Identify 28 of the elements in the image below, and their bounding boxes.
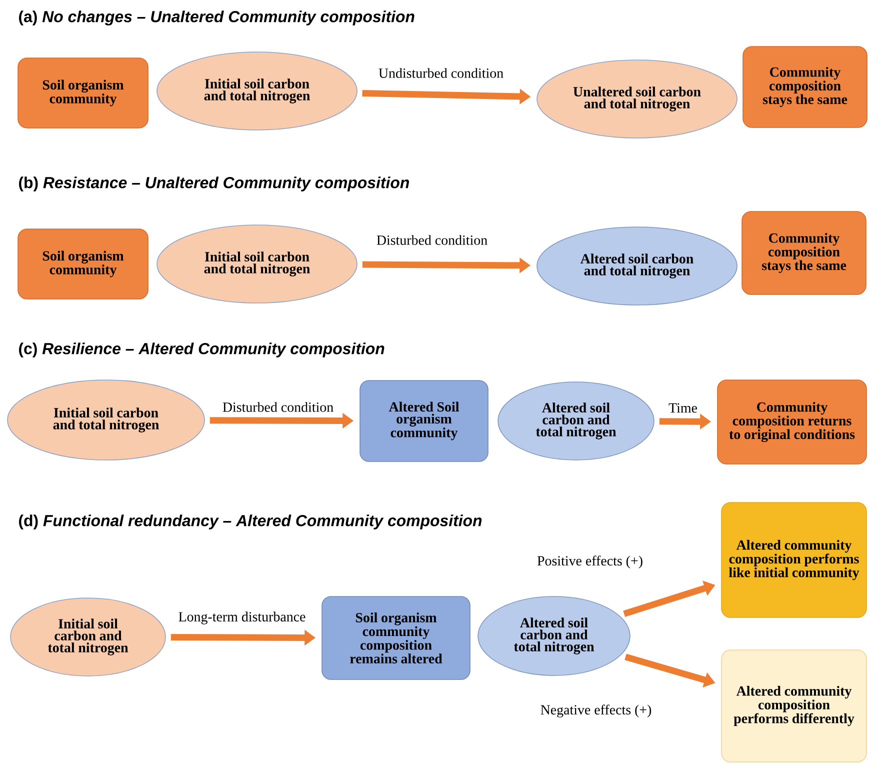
edge-label: Negative effects (+) (539, 704, 653, 718)
section-heading: (d) Functional redundancy – Altered Community composition (19, 514, 482, 530)
oval-node: Altered soil carbon and total nitrogen (498, 382, 654, 460)
section-heading: (a) No changes – Unaltered Community composition (19, 10, 414, 26)
edge-label: Time (668, 402, 698, 414)
edge-label: Undisturbed condition (377, 67, 505, 79)
edge-label: Disturbed condition (221, 401, 335, 413)
process-box: Soil organism community (18, 58, 148, 128)
process-box: Community composition returns to original conditions (717, 380, 867, 464)
edge-label: Positive effects (+) (536, 554, 644, 570)
process-box: Altered community composition performs differently (721, 650, 867, 762)
oval-node: Altered soil carbon and total nitrogen (478, 596, 630, 676)
section-heading: (b) Resistance – Unaltered Community composition (19, 176, 409, 192)
oval-node: Initial soil carbon and total nitrogen (10, 598, 166, 676)
edge-label: Long-term disturbance (177, 610, 307, 626)
oval-node: Altered soil carbon and total nitrogen (536, 226, 738, 306)
oval-node: Unaltered soil carbon and total nitrogen (536, 60, 738, 138)
oval-node: Initial soil carbon and total nitrogen (156, 52, 358, 130)
oval-node: Initial soil carbon and total nitrogen (7, 380, 205, 460)
section-heading: (c) Resilience – Altered Community composition (19, 342, 384, 358)
process-box: Community composition stays the same (742, 46, 868, 128)
edge-label: Disturbed condition (375, 234, 489, 246)
process-box: Community composition stays the same (742, 211, 866, 295)
process-box: Altered community composition performs like initial community (721, 502, 867, 618)
process-box: Soil organism community (18, 228, 148, 300)
oval-node: Initial soil carbon and total nitrogen (156, 224, 358, 304)
process-box: Soil organism community composition remains altered (322, 596, 470, 680)
process-box: Altered Soil organism community (360, 380, 488, 462)
